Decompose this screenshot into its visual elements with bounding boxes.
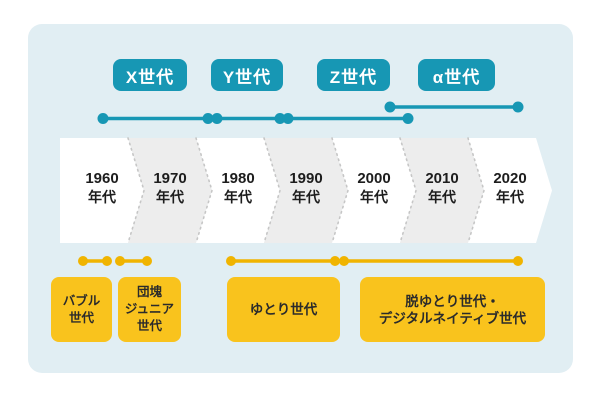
generation-badge-alpha: α世代 [418, 59, 495, 91]
decade-2010: 2010 年代 [402, 170, 482, 206]
decade-suffix: 年代 [156, 189, 184, 205]
decade-suffix: 年代 [428, 189, 456, 205]
decade-suffix: 年代 [292, 189, 320, 205]
generation-box-yutori: ゆとり世代 [227, 277, 340, 342]
top-timeline-teal [97, 101, 524, 124]
generation-badge-z: Z世代 [317, 59, 390, 91]
decade-year: 1980 [221, 170, 255, 187]
generation-box-line: デジタルネイティブ世代 [378, 310, 527, 326]
generation-badge-y: Y世代 [211, 59, 283, 91]
generation-badge-x: X世代 [113, 59, 187, 91]
generation-box-bubble: バブル 世代 [51, 277, 112, 342]
decade-year: 2000 [357, 170, 391, 187]
decade-1970: 1970 年代 [130, 170, 210, 206]
decade-year: 2020 [493, 170, 527, 187]
decade-suffix: 年代 [88, 189, 116, 205]
decade-year: 2010 [425, 170, 459, 187]
generation-box-line: ゆとり世代 [249, 302, 318, 317]
decade-chevron-band [60, 137, 552, 244]
generation-box-line: バブル [62, 293, 101, 308]
decade-suffix: 年代 [224, 189, 252, 205]
decade-1960: 1960 年代 [62, 170, 142, 206]
decade-1980: 1980 年代 [198, 170, 278, 206]
generation-box-line: ジュニア [124, 302, 175, 316]
decade-year: 1990 [289, 170, 323, 187]
decade-year: 1970 [153, 170, 187, 187]
generation-box-datsu-yutori-digital-native: 脱ゆとり世代・ デジタルネイティブ世代 [360, 277, 545, 342]
decade-2000: 2000 年代 [334, 170, 414, 206]
decade-suffix: 年代 [496, 189, 524, 205]
decade-1990: 1990 年代 [266, 170, 346, 206]
decade-suffix: 年代 [360, 189, 388, 205]
decade-year: 1960 [85, 170, 119, 187]
generation-box-line: 世代 [68, 310, 94, 325]
decade-2020: 2020 年代 [470, 170, 550, 206]
generation-box-line: 世代 [136, 319, 162, 333]
generation-box-line: 団塊 [136, 285, 162, 299]
generation-box-line: 脱ゆとり世代・ [405, 293, 500, 309]
bottom-timeline-yellow [78, 256, 523, 266]
generation-box-dankai-junior: 団塊 ジュニア 世代 [118, 277, 181, 342]
